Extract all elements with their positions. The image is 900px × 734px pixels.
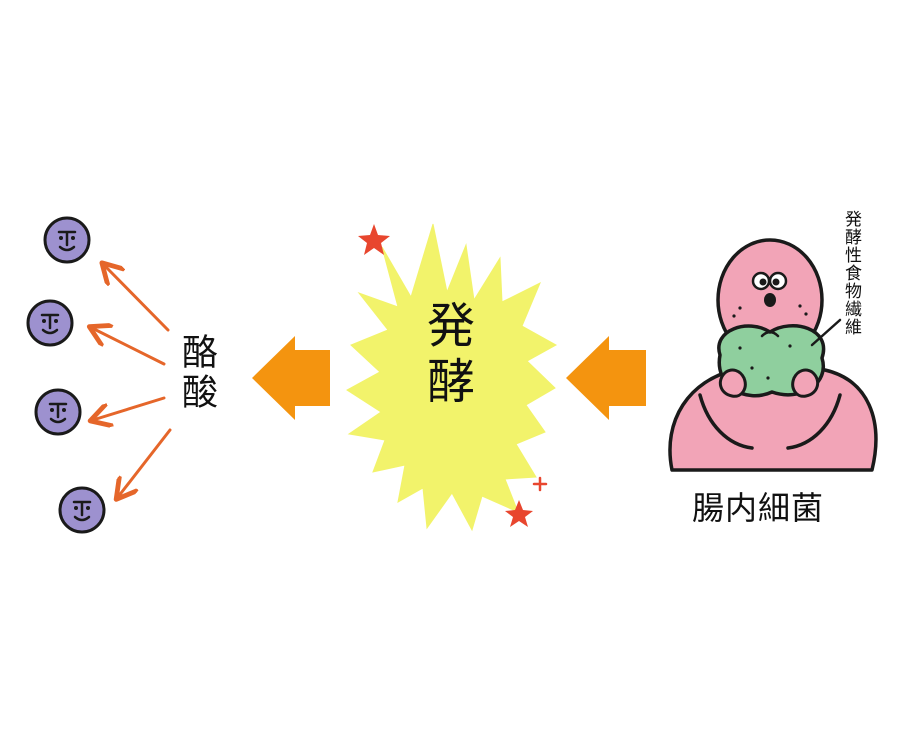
thin-arrow-3 <box>93 396 166 420</box>
fermentation-label: 発酵 <box>418 300 474 412</box>
molecule-4 <box>58 486 106 534</box>
gut-bacteria-label: 腸内細菌 <box>692 489 825 527</box>
butyric-acid-label: 酪酸 <box>176 333 217 413</box>
thin-arrow-1 <box>104 265 170 332</box>
bacteria-character-icon <box>668 238 878 472</box>
molecule-2 <box>26 299 74 347</box>
block-arrow-right-icon <box>566 336 646 420</box>
sparkle-star-icon <box>358 224 390 255</box>
fermentable-fiber-label: 発酵性食物繊維 <box>841 210 861 336</box>
thin-arrow-4 <box>118 428 172 497</box>
thin-arrow-2 <box>92 328 166 366</box>
sparkle-star-icon-2 <box>505 500 533 527</box>
sparkle-cross-icon <box>532 476 548 492</box>
molecule-3 <box>34 388 82 436</box>
block-arrow-left-icon <box>252 336 330 420</box>
molecule-1 <box>43 216 91 264</box>
